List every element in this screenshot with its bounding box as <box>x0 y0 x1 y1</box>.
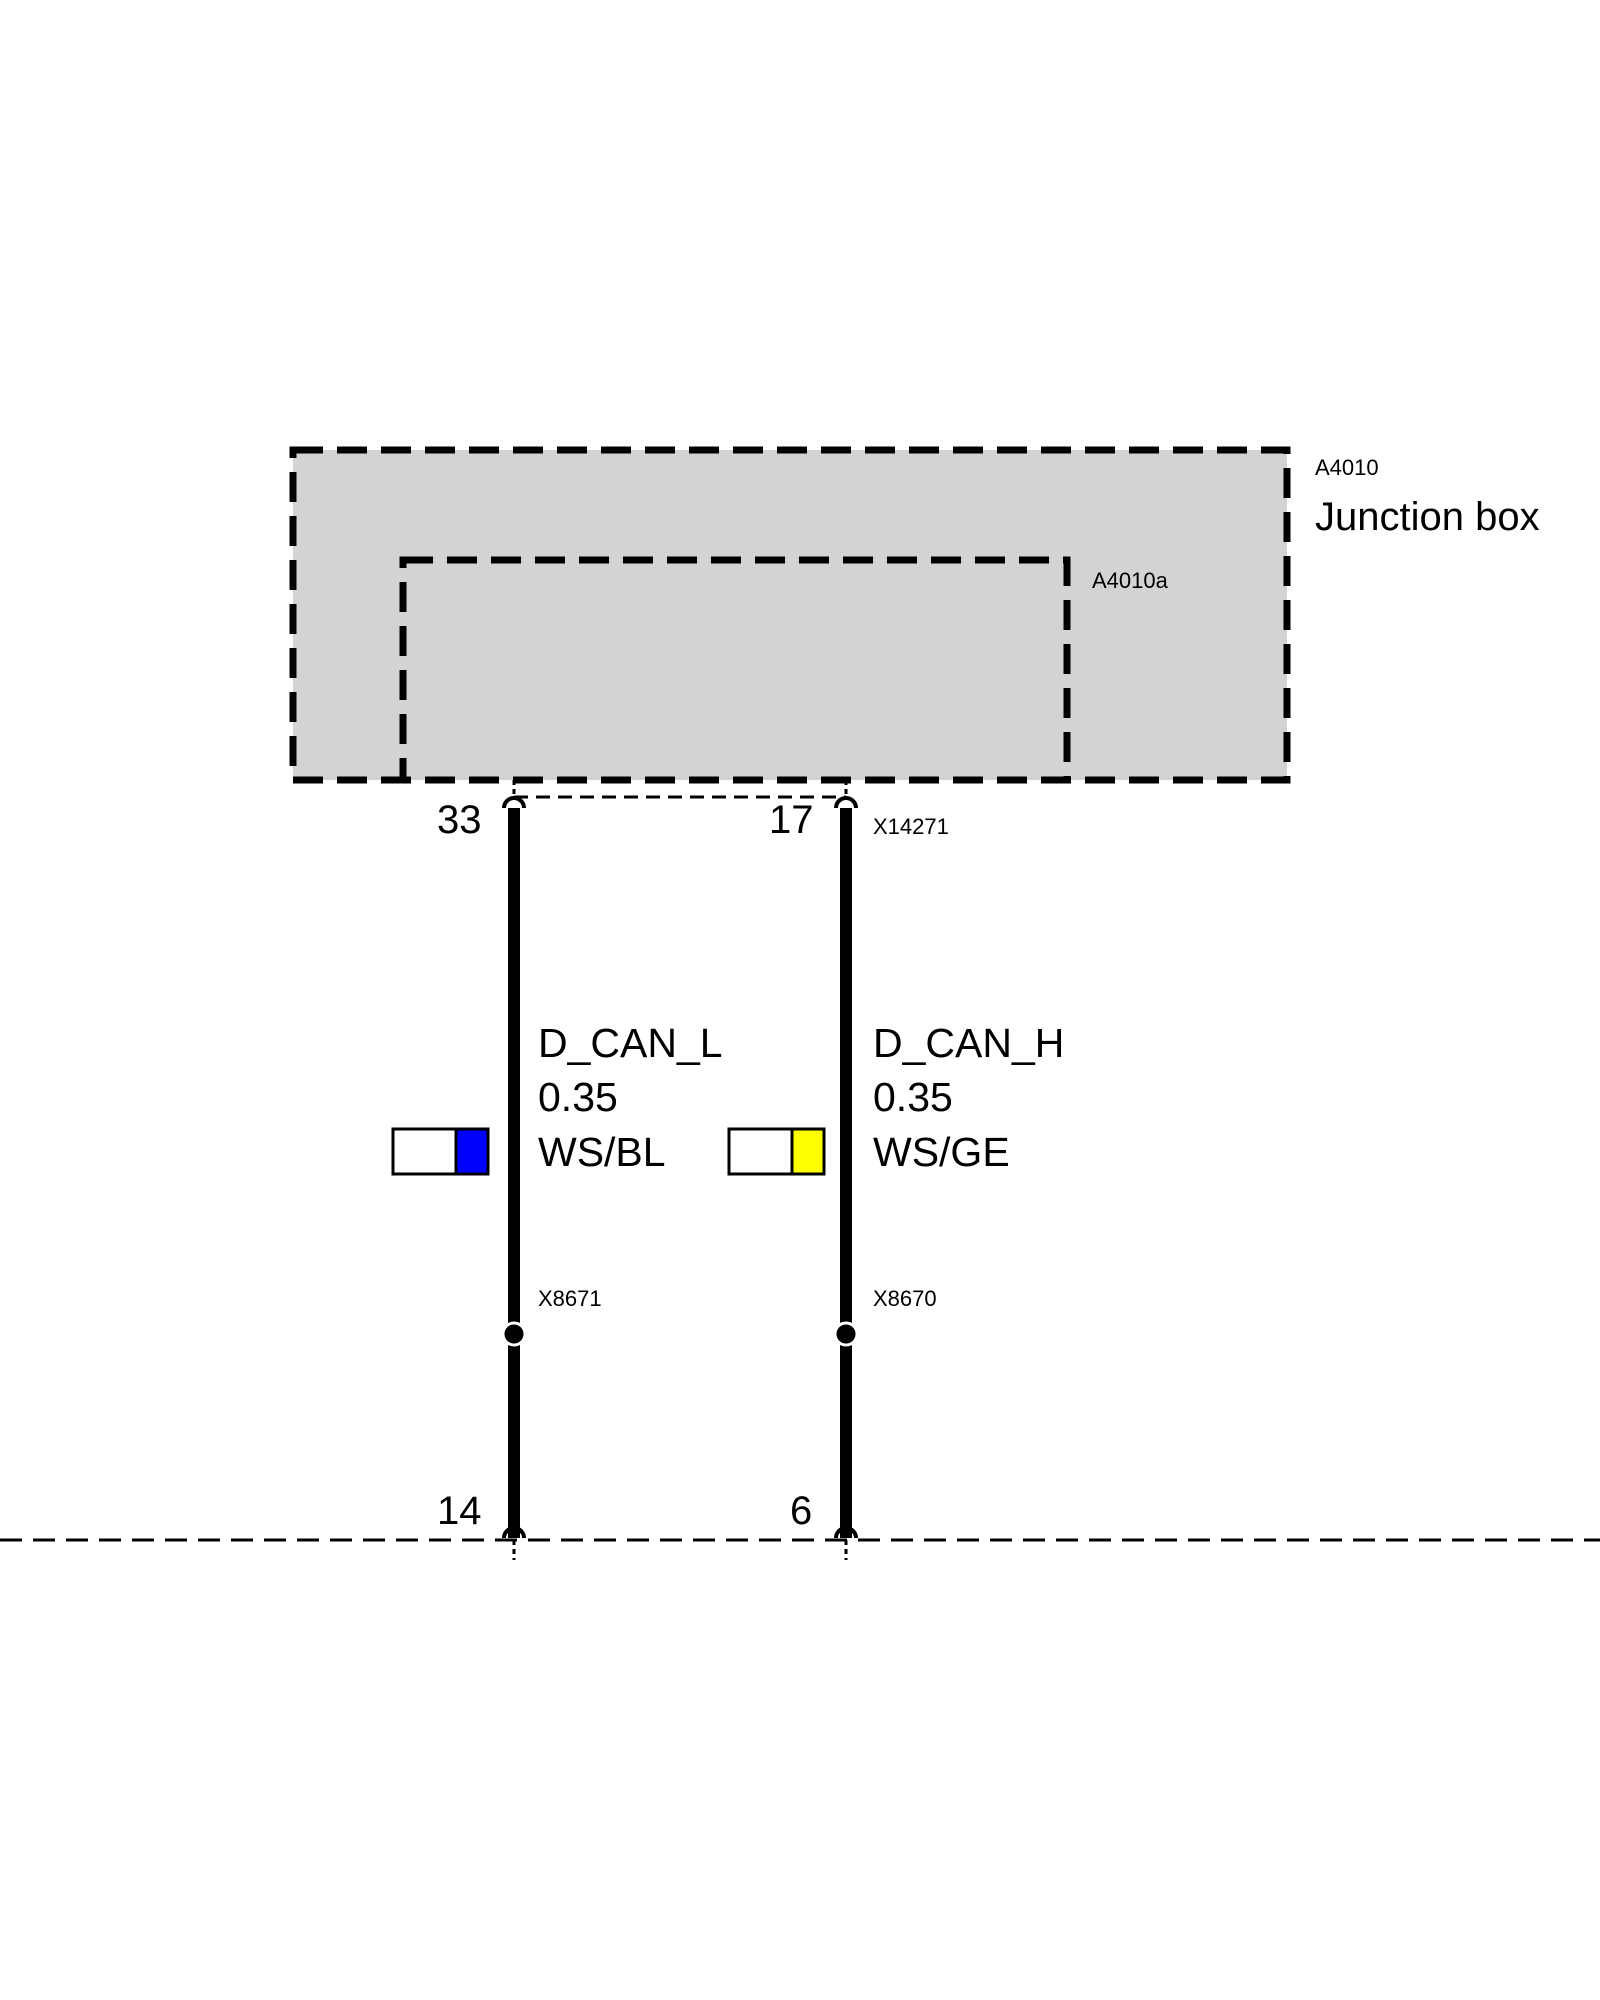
wire-cross-section-right: 0.35 <box>873 1074 953 1120</box>
pin-top-right: 17 <box>769 798 814 842</box>
component-id-label: A4010 <box>1315 455 1379 480</box>
pin-bottom-right: 6 <box>790 1489 812 1533</box>
connector-x14271-label: X14271 <box>873 814 949 839</box>
pin-arc-bottom-left <box>502 1526 526 1539</box>
wire-cross-section-left: 0.35 <box>538 1074 618 1120</box>
wire-color-code-left: WS/BL <box>538 1129 666 1175</box>
pin-arc-top-right <box>834 796 858 809</box>
component-name-label: Junction box <box>1315 495 1540 539</box>
splice-x8671-dot <box>501 1321 527 1347</box>
wire-name-left: D_CAN_L <box>538 1020 723 1066</box>
pin-top-left: 33 <box>437 798 482 842</box>
pin-bottom-left: 14 <box>437 1489 482 1533</box>
swatch-right-stripe <box>790 1127 826 1176</box>
splice-x8670-dot <box>833 1321 859 1347</box>
color-swatch-right <box>727 1127 826 1176</box>
swatch-left-primary <box>391 1127 458 1176</box>
junction-box-outline <box>289 446 1291 784</box>
wire-name-right: D_CAN_H <box>873 1020 1064 1066</box>
module-id-label: A4010a <box>1092 568 1169 593</box>
splice-x8671-label: X8671 <box>538 1286 602 1311</box>
wire-color-code-right: WS/GE <box>873 1129 1010 1175</box>
splice-x8670-label: X8670 <box>873 1286 937 1311</box>
module-a4010a-outline <box>399 556 1071 784</box>
pin-arc-top-left <box>502 796 526 809</box>
swatch-left-stripe <box>454 1127 490 1176</box>
color-swatch-left <box>391 1127 490 1176</box>
pin-arc-bottom-right <box>834 1526 858 1539</box>
swatch-right-primary <box>727 1127 794 1176</box>
